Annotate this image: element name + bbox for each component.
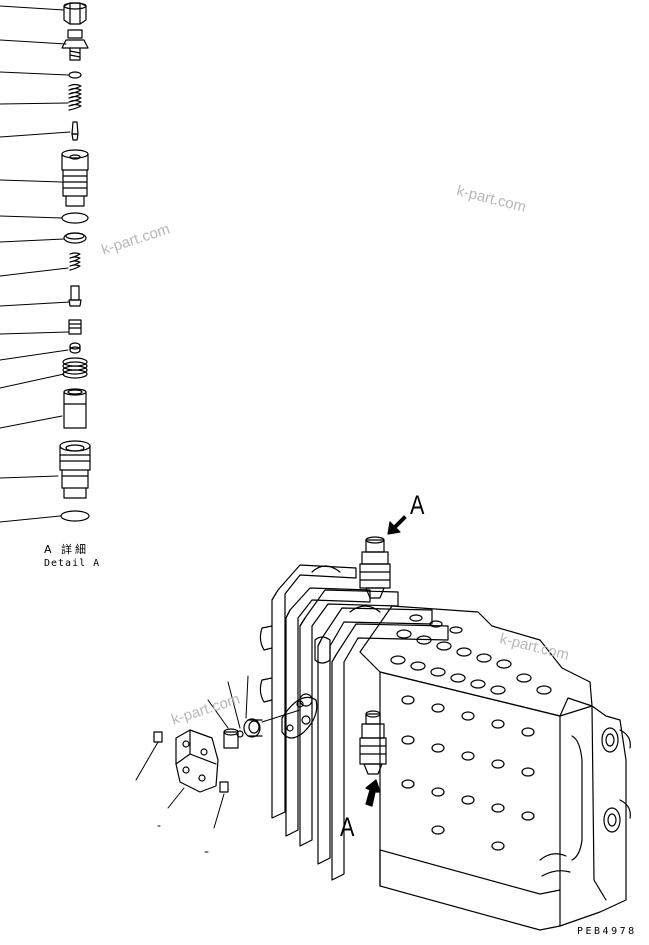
pilot-poppet xyxy=(71,121,79,141)
cap-screw-left xyxy=(153,731,163,743)
rear-end-plate xyxy=(259,564,357,819)
adjusting-screw xyxy=(61,29,89,61)
pilot-spring xyxy=(68,83,82,111)
cap-screw-right xyxy=(219,781,229,793)
lower-relief-valve xyxy=(359,710,387,775)
valve-section-3 xyxy=(317,605,433,865)
callout-letter-upper: A xyxy=(410,490,425,520)
valve-section-2 xyxy=(299,589,399,847)
cap-nut xyxy=(63,2,87,25)
collar xyxy=(243,718,263,738)
callout-arrow-upper xyxy=(387,515,407,535)
callout-arrow-lower xyxy=(365,779,381,807)
control-valve-block xyxy=(259,515,631,931)
detail-caption-jp: A 詳細 xyxy=(44,543,90,556)
backup-ring xyxy=(63,232,87,244)
detail-leader-lines xyxy=(0,5,71,523)
flange-leader-lines xyxy=(135,675,301,853)
flange-block xyxy=(175,729,219,793)
threaded-plug xyxy=(68,319,82,335)
right-end-cover xyxy=(539,705,631,927)
callout-letter-lower: A xyxy=(340,812,355,842)
drawing-code: PEB4978 xyxy=(577,926,637,937)
pilot-body xyxy=(61,149,89,207)
wave-spring xyxy=(62,357,88,379)
upper-relief-valve xyxy=(359,536,391,599)
base-o-ring xyxy=(60,510,90,522)
small-o-ring xyxy=(68,71,82,79)
o-ring xyxy=(61,212,89,224)
small-plug xyxy=(223,728,239,749)
main-valve-body xyxy=(59,440,91,499)
side-flange-group xyxy=(135,675,318,853)
piston xyxy=(68,285,82,307)
main-spring xyxy=(69,252,81,271)
detail-caption-en: Detail A xyxy=(44,558,101,569)
flange-gasket xyxy=(281,696,318,739)
valve-section-1 xyxy=(285,587,371,837)
main-body-front xyxy=(379,671,561,931)
valve-section-4 xyxy=(331,623,449,881)
sleeve xyxy=(63,388,87,429)
seal xyxy=(69,342,81,354)
detail-a-exploded-stack xyxy=(0,2,91,523)
